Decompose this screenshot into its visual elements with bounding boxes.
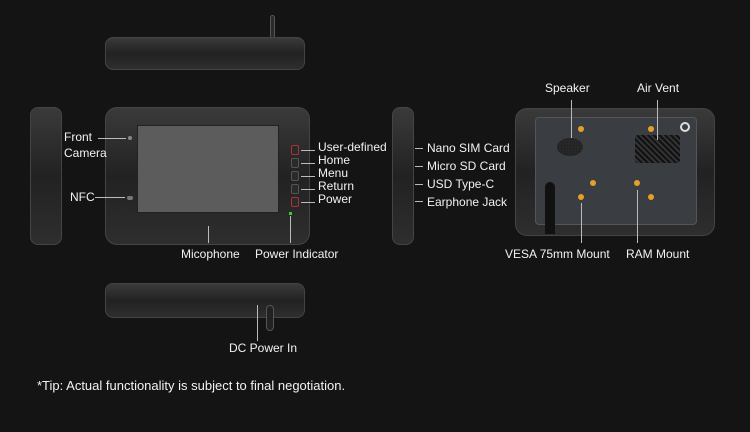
label-usb-c: USD Type-C (427, 177, 495, 191)
label-ram-mount: RAM Mount (626, 247, 690, 261)
label-power-indicator: Power Indicator (255, 247, 339, 261)
rear-camera (680, 122, 690, 132)
label-speaker: Speaker (545, 81, 590, 95)
label-home: Home (318, 153, 351, 167)
power-indicator-led (289, 212, 292, 215)
dc-cable (545, 182, 555, 234)
label-microphone: Micophone (181, 247, 240, 261)
return-button (291, 184, 299, 194)
label-return: Return (318, 179, 355, 193)
power-button (291, 197, 299, 207)
tip-note: *Tip: Actual functionality is subject to… (37, 378, 346, 393)
label-air-vent: Air Vent (637, 81, 680, 95)
nfc-mark (127, 196, 133, 200)
label-front-camera-2: Camera (64, 146, 107, 160)
label-micro-sd: Micro SD Card (427, 159, 506, 173)
label-power: Power (318, 192, 353, 206)
user-defined-button (291, 145, 299, 155)
label-earphone-jack: Earphone Jack (427, 195, 508, 209)
front-camera (128, 136, 132, 140)
tablet-right-side-view (392, 107, 414, 245)
label-dc-power-in: DC Power In (229, 341, 298, 355)
screen (137, 125, 279, 213)
label-vesa-mount: VESA 75mm Mount (505, 247, 610, 261)
menu-button (291, 171, 299, 181)
label-nano-sim: Nano SIM Card (427, 141, 510, 155)
label-user-defined: User-defined (318, 140, 387, 154)
label-front-camera: Front (64, 130, 93, 144)
home-button (291, 158, 299, 168)
dc-plug (266, 305, 274, 331)
speaker-grille (557, 138, 583, 156)
label-menu: Menu (318, 166, 349, 180)
label-nfc: NFC (70, 190, 95, 204)
antenna (270, 15, 275, 39)
tablet-left-side-view (30, 107, 62, 245)
